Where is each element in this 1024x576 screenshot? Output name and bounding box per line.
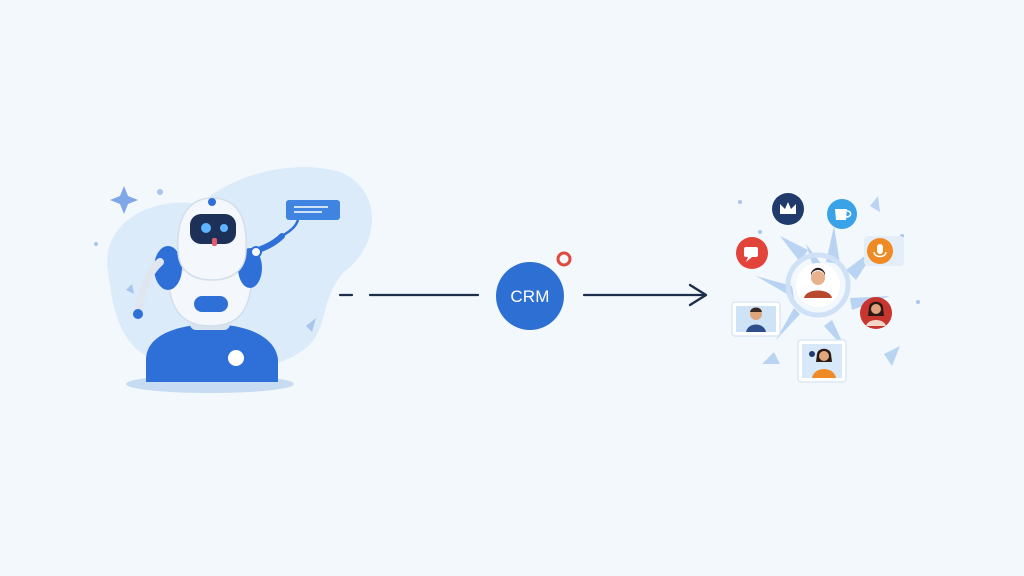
robot-torso	[146, 324, 278, 382]
crm-hub[interactable]: CRM	[496, 251, 572, 330]
robot-badge	[228, 350, 244, 366]
robot-cable	[281, 219, 300, 238]
robot-hand-left	[133, 309, 143, 319]
crown-icon	[772, 193, 804, 225]
robot-tongue	[212, 238, 217, 246]
sparkle-dot	[94, 242, 98, 246]
customer-avatar	[860, 297, 892, 329]
robot-arm-joint	[250, 246, 262, 258]
robot-head-cap	[208, 198, 216, 206]
flow-arrow-right	[582, 283, 708, 307]
coffee-icon	[827, 199, 857, 229]
robot-ear-left	[154, 246, 182, 290]
deco-dot	[758, 230, 762, 234]
robot-arm-left	[134, 258, 164, 316]
sparkle-icon	[110, 186, 138, 214]
robot-mouth	[194, 296, 228, 312]
sparkle-dot	[157, 189, 163, 195]
robot-eye-right	[220, 224, 228, 232]
deco-dot	[916, 300, 920, 304]
speech-bubble-icon	[286, 200, 340, 220]
deco-shard	[306, 318, 316, 332]
customer-card	[731, 301, 781, 337]
robot-eye-left	[201, 223, 211, 233]
robot-visor	[190, 214, 236, 244]
arrow-head-icon	[688, 283, 708, 307]
deco-dot	[738, 200, 742, 204]
center-avatar-ring	[785, 252, 851, 318]
deco-shard	[126, 284, 134, 294]
robot-illustration	[94, 167, 373, 393]
chat-icon	[736, 237, 768, 269]
crm-circle[interactable]	[496, 262, 564, 330]
notification-dot	[556, 251, 572, 267]
microphone-icon	[864, 236, 904, 266]
customer-card	[797, 339, 847, 383]
customer-network-icon	[731, 193, 920, 383]
crm-label: CRM	[510, 287, 549, 306]
person-avatar-icon	[804, 267, 832, 298]
